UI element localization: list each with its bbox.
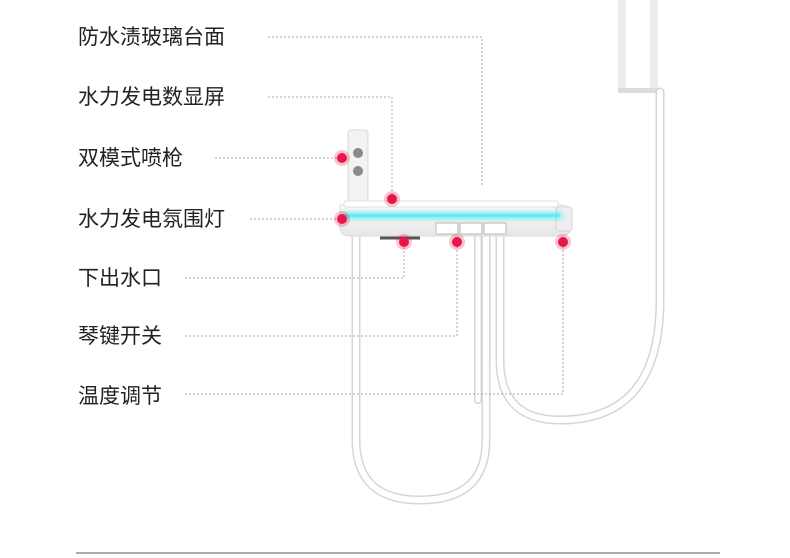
marker-display [384,191,400,207]
leader-display [268,96,393,199]
label-dual-mode-spray-gun: 双模式喷枪 [78,146,183,170]
marker-keys [449,234,465,250]
marker-spray [334,150,350,166]
spray-gun [347,129,369,205]
hoses [351,87,665,505]
leader-keys [185,242,458,337]
ambient-light-strip [342,213,562,218]
label-ambient-light: 水力发电氛围灯 [78,207,225,231]
shelf-body [339,200,573,240]
label-display-screen: 水力发电数显屏 [78,85,225,109]
marker-ambient [334,211,350,227]
label-glass-countertop: 防水渍玻璃台面 [78,25,225,49]
hotspot-markers [334,150,571,250]
marker-outlet [396,234,412,250]
leader-temp [185,242,564,395]
label-piano-key-switch: 琴键开关 [78,324,162,348]
leader-glass [268,36,483,185]
marker-temp [555,234,571,250]
label-bottom-outlet: 下出水口 [78,266,162,290]
leader-lines [185,36,564,395]
shower-pipe [618,0,658,93]
label-temperature-control: 温度调节 [78,384,162,408]
leader-outlet [185,242,405,279]
